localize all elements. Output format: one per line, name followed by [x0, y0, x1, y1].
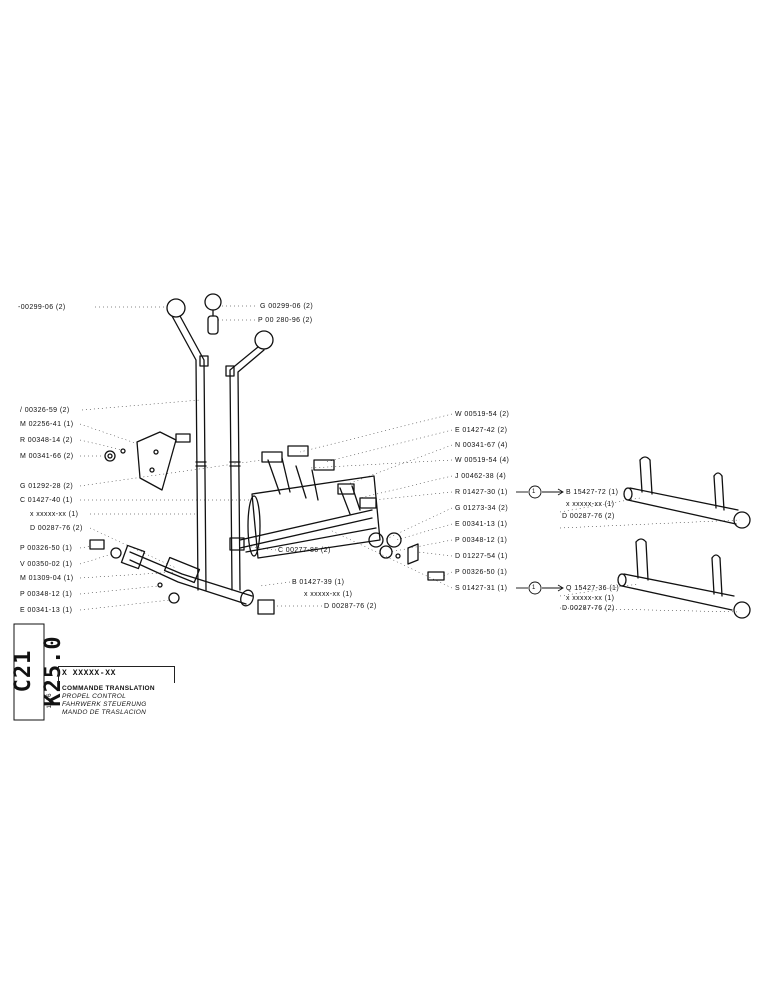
- part-label: M 02256-41 (1): [20, 421, 74, 428]
- callout-label-q: Q 15427-36 (1): [566, 585, 620, 592]
- part-label: D 01227-54 (1): [455, 553, 508, 560]
- part-label: C 00277-86 (2): [278, 547, 331, 554]
- part-label: G 01292-28 (2): [20, 483, 74, 490]
- lower-bolt: [89, 539, 105, 550]
- bushing: [257, 599, 275, 615]
- callout-sublabel: D 00287-76 (2): [562, 605, 615, 612]
- part-label: P 00326-50 (1): [455, 569, 508, 576]
- part-label: P 00 280-96 (2): [258, 317, 313, 324]
- part-label: B 01427-39 (1): [292, 579, 345, 586]
- part-label: -00299-06 (2): [18, 304, 66, 311]
- title-line-es: MANDO DE TRASLACION: [62, 709, 147, 716]
- mounting-bracket: [136, 431, 177, 491]
- title-line-en: PROPEL CONTROL: [62, 693, 127, 700]
- part-label: W 00519-54 (2): [455, 411, 510, 418]
- part-label: x xxxxx-xx (1): [30, 511, 79, 518]
- callout-sublabel: x xxxxx-xx (1): [566, 595, 615, 602]
- lock-plate: [407, 543, 419, 565]
- tube-assembly-b: [623, 456, 751, 529]
- callout-label-b: B 15427-72 (1): [566, 489, 619, 496]
- clevis: [261, 451, 283, 463]
- group-code: C21 K25.0: [11, 635, 66, 707]
- part-label: S 01427-31 (1): [455, 585, 508, 592]
- right-bolt: [427, 571, 445, 581]
- part-label: M 01309-04 (1): [20, 575, 74, 582]
- title-lines: COMMANDE TRANSLATION PROPEL CONTROL FAHR…: [62, 685, 155, 717]
- right-lever-knob: [254, 330, 274, 350]
- title-box: [58, 666, 175, 683]
- part-label: x xxxxx-xx (1): [304, 591, 353, 598]
- reference-marker: 1: [532, 489, 536, 495]
- callout-sublabel: D 00287-76 (2): [562, 513, 615, 520]
- main-shaft: [251, 475, 381, 559]
- part-label: M 00341-66 (2): [20, 453, 74, 460]
- part-label: P 00326-50 (1): [20, 545, 73, 552]
- part-label: V 00350-02 (1): [20, 561, 73, 568]
- title-line-de: FAHRWERK STEUERUNG: [62, 701, 147, 708]
- title-line-fr: COMMANDE TRANSLATION: [62, 685, 155, 692]
- left-lever-rod: [171, 315, 199, 591]
- drawing-code: X XXXXX-XX: [62, 669, 117, 678]
- callout-sublabel: x xxxxx-xx (1): [566, 501, 615, 508]
- part-label: G 00299-06 (2): [260, 303, 314, 310]
- part-label: D 00287-76 (2): [30, 525, 83, 532]
- right-lever-rod: [229, 346, 259, 591]
- part-label: / 00326-59 (2): [20, 407, 70, 414]
- part-label: C 01427-40 (1): [20, 497, 73, 504]
- tube-assembly-q: [617, 538, 751, 619]
- part-label: P 00348-12 (1): [455, 537, 508, 544]
- linkage-rod-lower: [245, 527, 377, 553]
- part-label: W 00519-54 (4): [455, 457, 510, 464]
- part-label: N 00341-67 (4): [455, 442, 508, 449]
- bracket-bolt: [175, 433, 191, 443]
- reference-marker: 1: [532, 585, 536, 591]
- part-label: D 00287-76 (2): [324, 603, 377, 610]
- part-label: G 01273-34 (2): [455, 505, 509, 512]
- drawing-date: 11-76: [47, 693, 53, 709]
- linkage-rod-upper: [239, 509, 373, 541]
- knob-spacer: [207, 315, 219, 335]
- left-lever-knob: [166, 298, 186, 318]
- part-label: E 00341-13 (1): [20, 607, 73, 614]
- part-label: R 01427-30 (1): [455, 489, 508, 496]
- part-label: J 00462-38 (4): [455, 473, 507, 480]
- part-label: R 00348-14 (2): [20, 437, 73, 444]
- part-label: E 01427-42 (2): [455, 427, 508, 434]
- lower-cross-tube: [129, 551, 253, 597]
- center-knob: [204, 293, 222, 311]
- part-label: E 00341-13 (1): [455, 521, 508, 528]
- part-label: P 00348-12 (1): [20, 591, 73, 598]
